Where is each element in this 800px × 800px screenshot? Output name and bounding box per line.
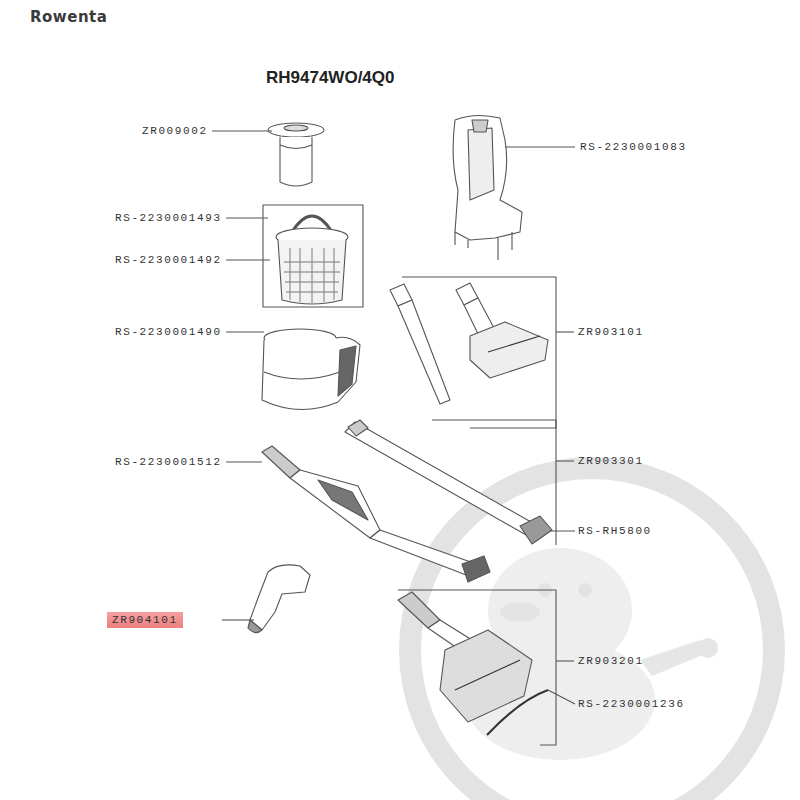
part-number: RS-2230001490 [115,325,222,339]
brush-tool [456,283,548,378]
part-number: ZR903201 [578,654,644,668]
cyclone-cap [268,123,324,186]
brand-logo: Rowenta [30,8,107,26]
highlight-band: ZR904101 [107,612,183,628]
part-number: RS-2230001492 [115,253,222,267]
watermark-ring [410,468,774,800]
nozzle-bracket [398,590,556,745]
part-number: RS-2230001493 [115,211,222,225]
brush-roll [487,690,575,735]
floor-nozzle [398,592,532,722]
diagram-title: RH9474WO/4Q0 [266,68,395,88]
part-number: ZR009002 [142,124,208,138]
wall-bracket [453,115,522,260]
part-number: RS-2230001083 [580,140,687,154]
part-number: ZR903101 [578,325,644,339]
part-number: RS-RH5800 [578,524,652,538]
filter-assembly [263,205,363,307]
part-number: ZR903301 [578,454,644,468]
leader-lines [212,131,575,661]
handle-tube [262,446,490,582]
part-number: RS-2230001236 [578,697,685,711]
part-number: RS-2230001512 [115,455,222,469]
crevice-tool [390,284,450,404]
part-number: ZR904101 [112,613,178,627]
dust-bin [262,329,360,410]
elbow-adapter [248,565,310,633]
